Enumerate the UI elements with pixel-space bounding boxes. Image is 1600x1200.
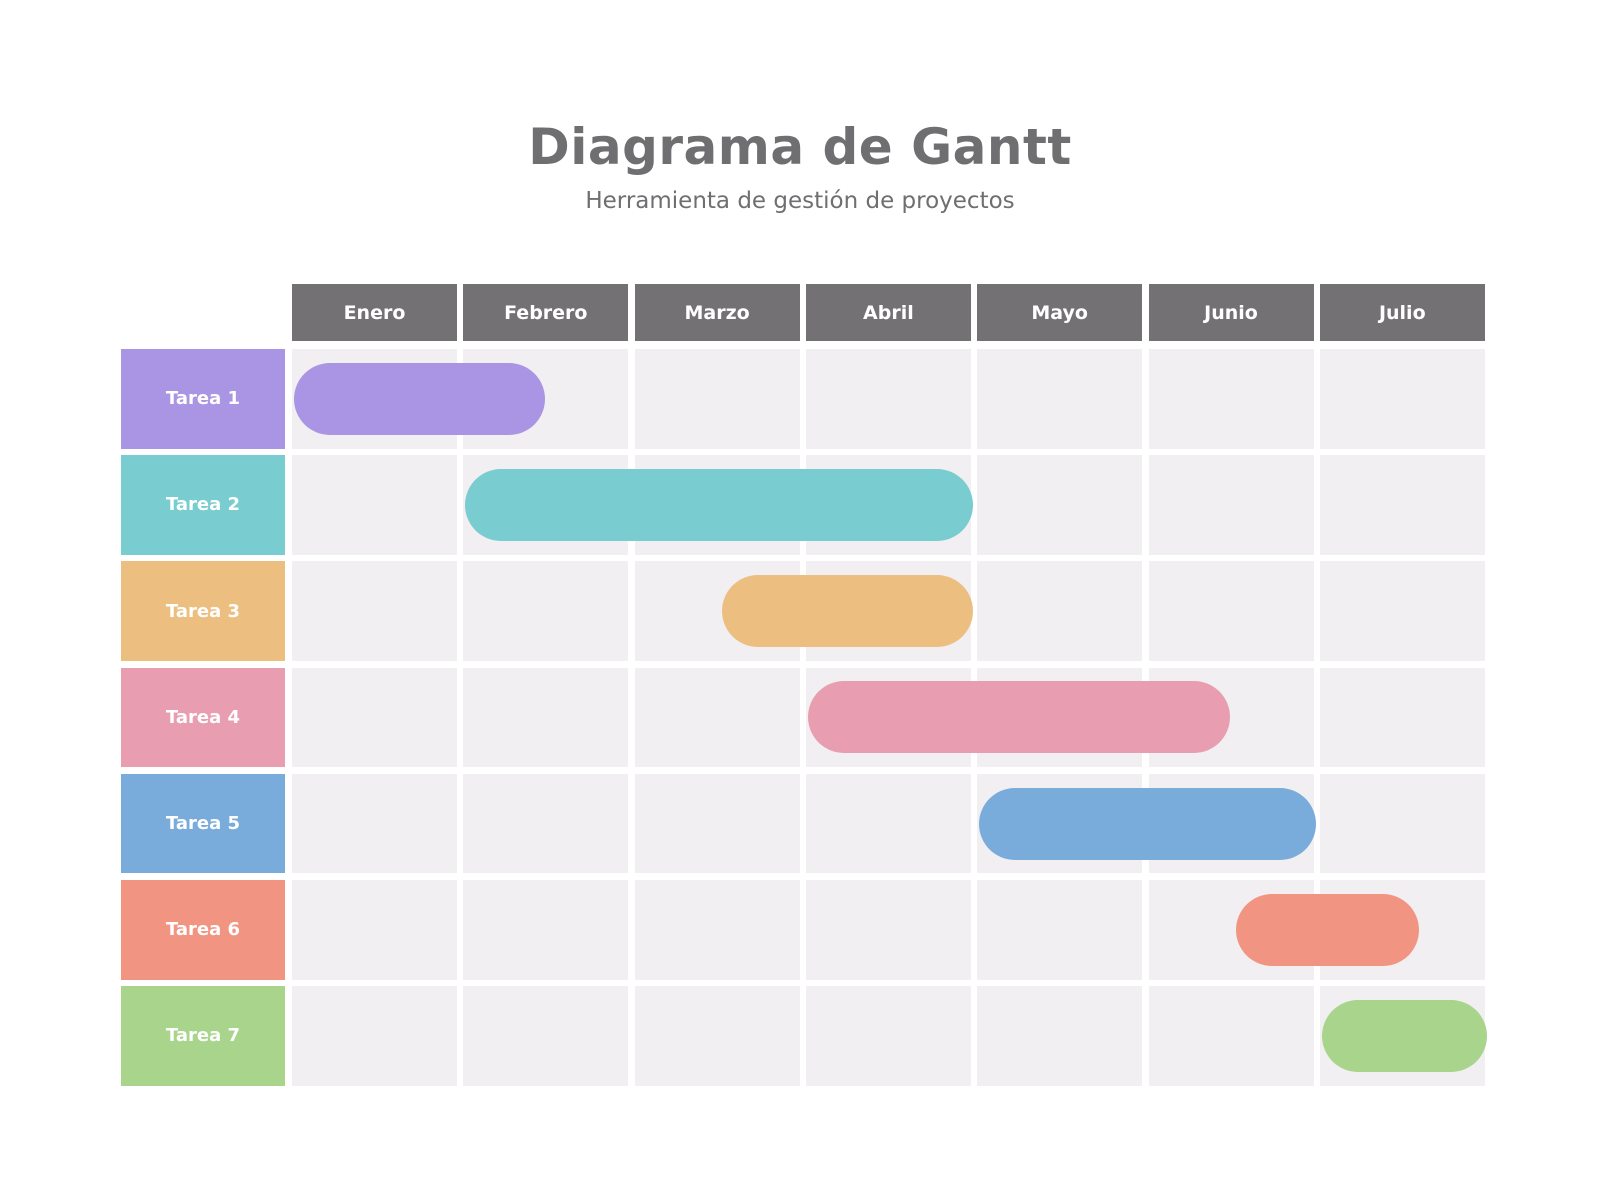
chart-title: Diagrama de Gantt bbox=[528, 118, 1072, 176]
grid-cell bbox=[463, 986, 629, 1086]
grid-cell bbox=[805, 349, 971, 449]
task-label: Tarea 2 bbox=[121, 455, 285, 555]
task-bar[interactable] bbox=[722, 575, 974, 648]
task-bar[interactable] bbox=[465, 468, 974, 541]
grid-cell bbox=[1148, 561, 1314, 661]
grid-cell bbox=[805, 880, 971, 980]
grid-cell bbox=[634, 667, 800, 768]
task-bar[interactable] bbox=[979, 787, 1316, 860]
grid-cell bbox=[292, 561, 457, 661]
grid-cell bbox=[977, 986, 1143, 1086]
grid-cell bbox=[805, 773, 971, 874]
grid-cell bbox=[977, 880, 1143, 980]
grid-cell bbox=[1319, 455, 1485, 555]
task-bar[interactable] bbox=[1236, 893, 1419, 966]
grid-cell bbox=[292, 986, 457, 1086]
grid-cell bbox=[1319, 773, 1485, 874]
month-header-enero: Enero bbox=[292, 284, 457, 341]
month-header-febrero: Febrero bbox=[463, 284, 629, 341]
task-bar[interactable] bbox=[1321, 999, 1488, 1072]
grid-cell bbox=[292, 667, 457, 768]
grid-cell bbox=[634, 773, 800, 874]
month-header-julio: Julio bbox=[1319, 284, 1485, 341]
grid-cell bbox=[292, 773, 457, 874]
grid-cell bbox=[292, 880, 457, 980]
month-header-abril: Abril bbox=[805, 284, 971, 341]
task-label: Tarea 3 bbox=[121, 561, 285, 661]
grid-cell bbox=[634, 986, 800, 1086]
grid-cell bbox=[977, 561, 1143, 661]
month-header-mayo: Mayo bbox=[977, 284, 1143, 341]
grid-cell bbox=[463, 880, 629, 980]
grid-cell bbox=[1148, 986, 1314, 1086]
month-header-marzo: Marzo bbox=[634, 284, 800, 341]
grid-cell bbox=[1319, 667, 1485, 768]
grid-cell bbox=[634, 880, 800, 980]
chart-subtitle: Herramienta de gestión de proyectos bbox=[585, 188, 1015, 214]
grid-cell bbox=[463, 773, 629, 874]
grid-cell bbox=[634, 349, 800, 449]
grid-cell bbox=[463, 561, 629, 661]
task-bar[interactable] bbox=[807, 681, 1231, 754]
grid-cell bbox=[292, 455, 457, 555]
task-label: Tarea 6 bbox=[121, 880, 285, 980]
task-bar[interactable] bbox=[294, 362, 545, 435]
grid-cell bbox=[977, 349, 1143, 449]
grid-cell bbox=[1148, 455, 1314, 555]
task-label: Tarea 7 bbox=[121, 986, 285, 1086]
grid-cell bbox=[463, 667, 629, 768]
task-label: Tarea 4 bbox=[121, 667, 285, 768]
grid-cell bbox=[1148, 349, 1314, 449]
grid-cell bbox=[977, 455, 1143, 555]
task-label: Tarea 1 bbox=[121, 349, 285, 449]
grid-cell bbox=[1319, 561, 1485, 661]
month-header-junio: Junio bbox=[1148, 284, 1314, 341]
task-label: Tarea 5 bbox=[121, 773, 285, 874]
grid-cell bbox=[1319, 349, 1485, 449]
grid-cell bbox=[805, 986, 971, 1086]
